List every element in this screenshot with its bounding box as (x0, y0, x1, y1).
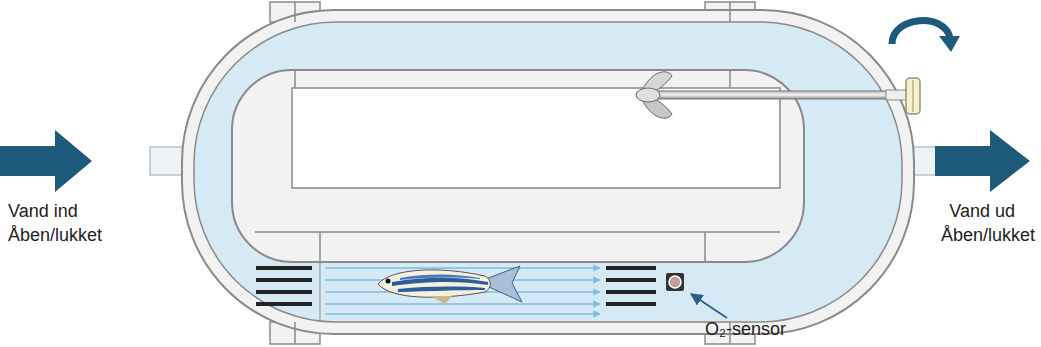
valve-state-label: Åben/lukket (941, 224, 1035, 246)
rotation-arrow (892, 21, 950, 44)
propeller (636, 72, 908, 118)
sensor-label: O₂-sensor (705, 318, 786, 340)
zebrafish (378, 266, 522, 304)
o2-sensor (666, 273, 684, 291)
pulley (906, 78, 920, 114)
valve-state-label: Åben/lukket (8, 224, 102, 246)
water (194, 22, 902, 322)
flow-arrows (325, 268, 600, 314)
flow-straightener (256, 266, 656, 306)
outlet-arrow (935, 130, 1030, 192)
leader-line (691, 294, 727, 318)
inlet-label: Vand ind (8, 200, 78, 222)
outlet-label: Vand ud (949, 200, 1015, 222)
inlet-arrow (0, 130, 92, 192)
tunnel-housing (182, 10, 914, 334)
